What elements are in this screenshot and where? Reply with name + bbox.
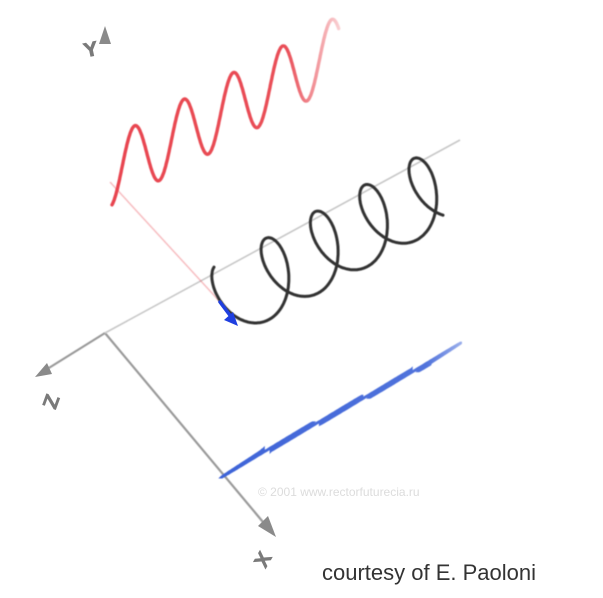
x-axis-line bbox=[104, 332, 269, 529]
z-axis-arrowhead bbox=[35, 363, 52, 377]
y-axis-arrowhead bbox=[99, 26, 111, 44]
x-axis-arrowhead bbox=[258, 516, 276, 537]
image-credit-caption: courtesy of E. Paoloni bbox=[322, 560, 537, 585]
y-projection-guide bbox=[109, 181, 223, 305]
z-axis-label: Z bbox=[38, 391, 66, 413]
y-axis-label: Y bbox=[80, 36, 101, 63]
horizontal-component-wave bbox=[218, 341, 462, 479]
vertical-component-wave bbox=[110, 17, 341, 207]
circular-polarization-helix bbox=[210, 156, 445, 325]
z-axis-line bbox=[43, 332, 106, 372]
watermark-text: © 2001 www.rectorfuturecia.ru bbox=[258, 485, 420, 499]
propagation-line bbox=[104, 139, 461, 334]
field-vector-arrowhead bbox=[224, 312, 238, 326]
x-axis-label: X bbox=[249, 547, 278, 573]
